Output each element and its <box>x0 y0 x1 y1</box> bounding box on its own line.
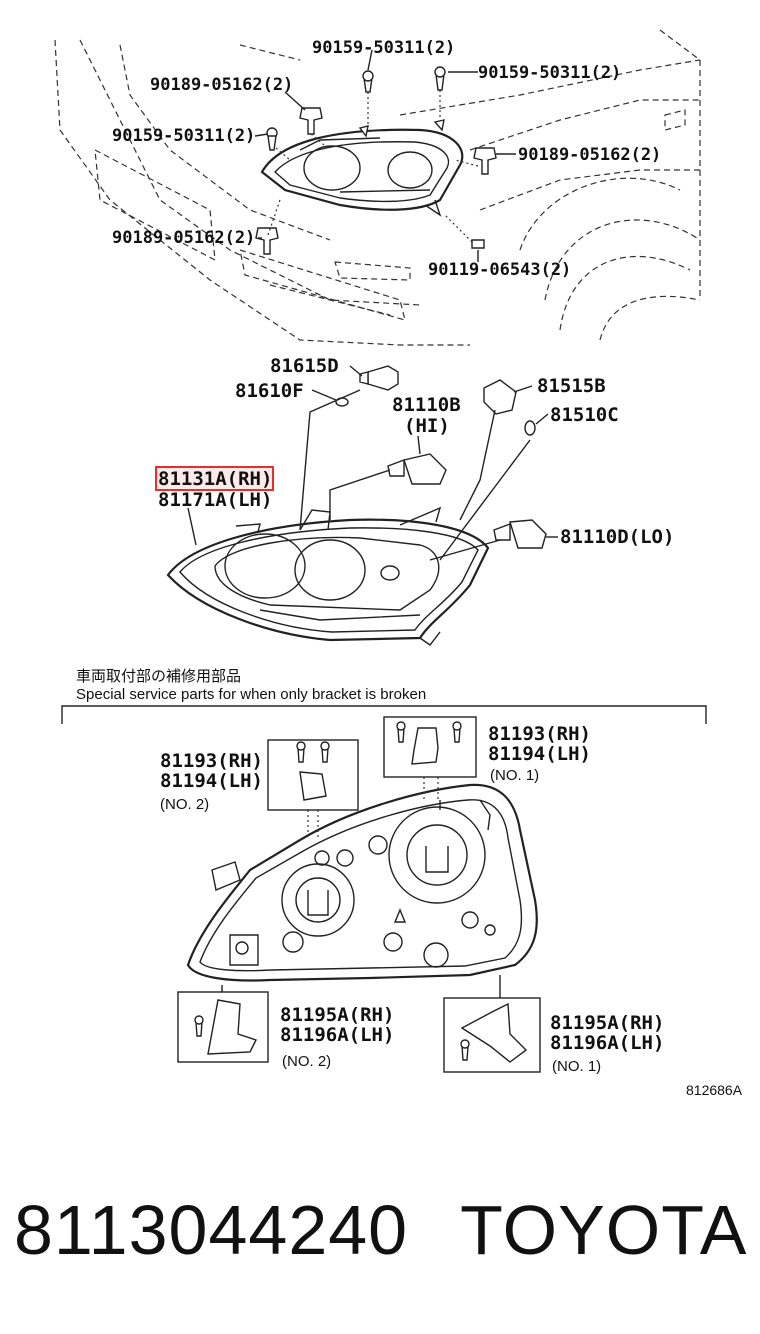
label-unit-rh: 81131A(RH) <box>158 468 272 490</box>
bulb-lo-icon <box>509 519 547 549</box>
top-leader-lines <box>254 49 516 262</box>
screw-icon <box>267 135 277 151</box>
label-bolt-lower-right: 90119-06543(2) <box>428 260 571 280</box>
label-bracket-top-no1-lh: 81194(LH) <box>488 743 591 765</box>
label-bulb-81610f: 81610F <box>235 380 304 402</box>
note-english: Special service parts for when only brac… <box>76 686 426 703</box>
label-clip-right: 90189-05162(2) <box>518 145 661 165</box>
label-unit-lh: 81171A(LH) <box>158 489 272 511</box>
clip-icon <box>255 227 279 255</box>
label-bracket-top-no2-rh: 81193(RH) <box>160 750 263 772</box>
clip-icon <box>473 147 497 175</box>
bulb-icon <box>524 420 536 436</box>
label-bulb-hi: 81110B <box>392 394 461 416</box>
diagram-code: 812686A <box>686 1082 743 1098</box>
label-socket-81515b: 81515B <box>537 375 606 397</box>
part-number: 8113044240 <box>14 1191 409 1269</box>
bolt-icon <box>471 239 485 249</box>
bracket-box-no2-bottom <box>177 991 269 1063</box>
label-clip-top-left: 90189-05162(2) <box>150 75 293 95</box>
headlamp-rear-view <box>186 783 538 1000</box>
label-bracket-bot-no2-tag: (NO. 2) <box>282 1053 331 1070</box>
label-bracket-top-no1-rh: 81193(RH) <box>488 723 591 745</box>
brand-name: TOYOTA <box>460 1191 748 1269</box>
label-clip-lower-left: 90189-05162(2) <box>112 228 255 248</box>
label-bracket-top-no2-tag: (NO. 2) <box>160 796 209 813</box>
label-screw-top-right: 90159-50311(2) <box>478 63 621 83</box>
bulb-hi-icon <box>403 453 447 485</box>
bracket-box-no2-top <box>267 739 359 840</box>
label-bracket-bot-no1-tag: (NO. 1) <box>552 1058 601 1075</box>
label-bulb-lo: 81110D(LO) <box>560 526 674 548</box>
note-bracket-line <box>61 705 707 724</box>
vehicle-front-outline <box>54 29 701 346</box>
label-bracket-bot-no2-rh: 81195A(RH) <box>280 1004 394 1026</box>
label-bracket-bot-no2-lh: 81196A(LH) <box>280 1024 394 1046</box>
headlamp-installed <box>260 128 464 217</box>
clip-icon <box>299 107 323 135</box>
label-bracket-bot-no1-lh: 81196A(LH) <box>550 1032 664 1054</box>
label-bulb-81510c: 81510C <box>550 404 619 426</box>
label-screw-left: 90159-50311(2) <box>112 126 255 146</box>
bracket-box-no1-bottom <box>443 997 541 1073</box>
socket-icon <box>367 365 399 391</box>
label-bulb-hi-note: (HI) <box>404 415 450 437</box>
socket-icon <box>483 379 517 415</box>
label-socket-81615d: 81615D <box>270 355 339 377</box>
label-bracket-top-no1-tag: (NO. 1) <box>490 767 539 784</box>
label-bracket-bot-no1-rh: 81195A(RH) <box>550 1012 664 1034</box>
bracket-box-no1-top <box>383 716 477 800</box>
note-japanese: 車両取付部の補修用部品 <box>76 668 241 685</box>
label-screw-top-left: 90159-50311(2) <box>312 38 455 58</box>
highlight-box <box>155 466 274 491</box>
assembly-guide-lines <box>299 389 531 561</box>
footer: 8113044240 TOYOTA <box>14 1190 747 1270</box>
headlamp-unit <box>166 506 490 646</box>
label-bracket-top-no2-lh: 81194(LH) <box>160 770 263 792</box>
top-fasteners <box>255 66 497 255</box>
